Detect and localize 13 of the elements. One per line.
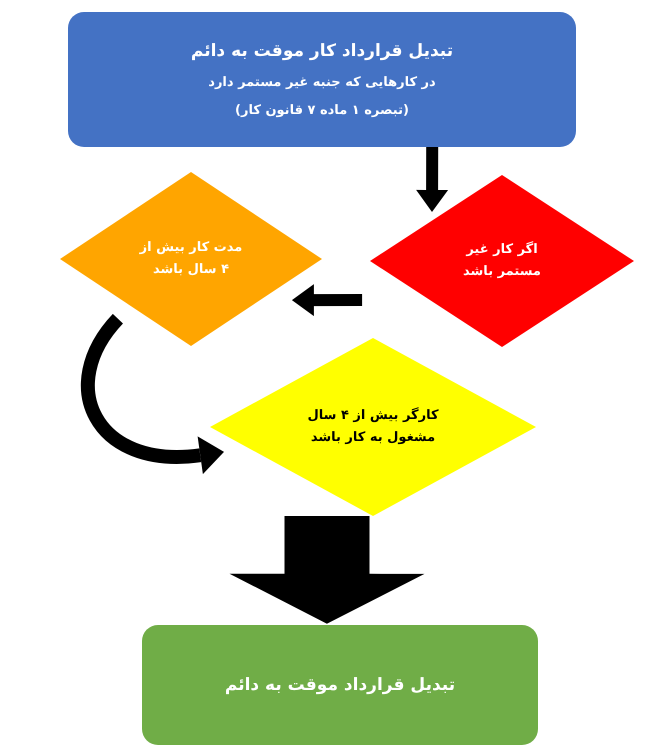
arrow [230,516,424,624]
box-text: تبدیل قرارداد کار موقت به دائم [190,40,454,63]
box-text: در کارهایی که جنبه غیر مستمر دارد [207,74,437,92]
diamond-text: مدت کار بیش از ۴ سال باشد [138,238,244,279]
box-text: تبدیل قرارداد موقت به دائم [224,674,456,697]
process-box [68,12,576,147]
process-box [142,625,538,745]
arrow [416,147,448,212]
diamond-text: اگر کار غیر مستمر باشد [462,240,542,281]
box-text: (تبصره ۱ ماده ۷ قانون کار) [234,102,410,120]
arrow [80,314,224,474]
diamond-text: کارگر بیش از ۴ سال مشغول به کار باشد [306,406,440,447]
arrow [292,284,362,316]
